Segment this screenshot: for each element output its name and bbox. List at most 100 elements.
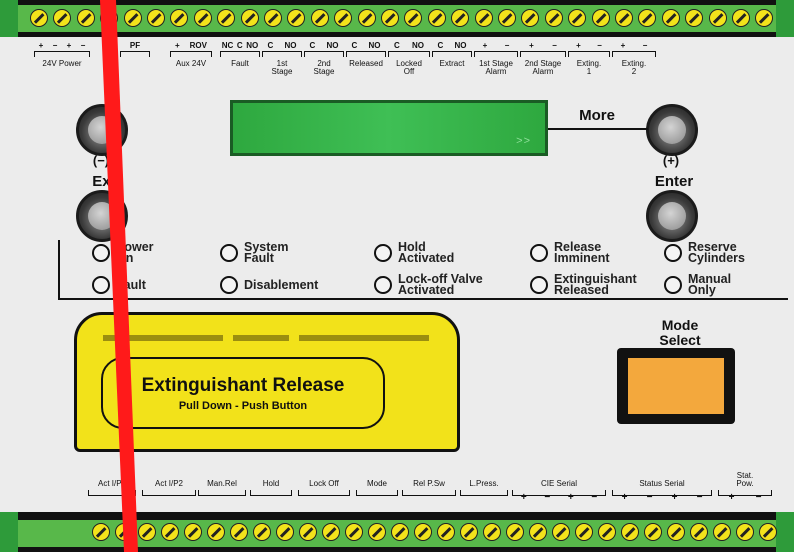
terminal-group-label: CIE Serial (540, 479, 577, 488)
terminal-screw[interactable] (147, 9, 165, 27)
terminal-screw[interactable] (253, 523, 271, 541)
terminal-screw[interactable] (391, 523, 409, 541)
terminal-screw[interactable] (437, 523, 455, 541)
terminal-screw[interactable] (357, 9, 376, 27)
terminal-bracket (356, 490, 398, 496)
terminal-screw[interactable] (644, 523, 662, 541)
terminal-pin-labels: C NO (432, 42, 472, 50)
terminal-screw[interactable] (451, 9, 470, 27)
terminal-screw[interactable] (299, 523, 317, 541)
status-led (220, 276, 238, 294)
terminal-screw[interactable] (184, 523, 202, 541)
terminal-screw[interactable] (708, 9, 727, 27)
terminal-pin-labels: +− (612, 42, 656, 50)
terminal-screw[interactable] (621, 523, 639, 541)
terminal-screw[interactable] (76, 9, 95, 27)
terminal-bracket (198, 490, 246, 496)
terminal-screw[interactable] (755, 9, 774, 27)
terminal-pin: NC (221, 41, 234, 50)
terminal-pin: + (621, 492, 628, 503)
terminal-screw[interactable] (92, 523, 110, 541)
terminal-screw[interactable] (498, 9, 516, 27)
terminal-screw[interactable] (667, 523, 685, 541)
release-title: Extinguishant Release (141, 375, 345, 396)
terminal-screw[interactable] (732, 9, 750, 27)
mode-select-button[interactable] (617, 348, 735, 424)
terminal-screw[interactable] (404, 9, 423, 27)
terminal-screw[interactable] (544, 9, 563, 27)
terminal-screw[interactable] (240, 9, 259, 27)
terminal-pin: + (620, 41, 626, 50)
terminal-group-label: Act I/P1 (97, 479, 126, 488)
terminal-pin: − (591, 492, 598, 503)
terminal-screw[interactable] (368, 523, 386, 541)
terminal-pin: − (696, 492, 703, 503)
terminal-screw[interactable] (138, 523, 156, 541)
terminal-screw[interactable] (568, 9, 587, 27)
terminal-screw[interactable] (427, 9, 446, 27)
terminal-screw[interactable] (264, 9, 282, 27)
terminal-screw[interactable] (287, 9, 306, 27)
terminal-screw[interactable] (598, 523, 616, 541)
terminal-screw[interactable] (759, 523, 777, 541)
plus-button[interactable] (646, 104, 698, 156)
terminal-screw[interactable] (217, 9, 236, 27)
terminal-screw[interactable] (575, 523, 593, 541)
terminal-pin: − (755, 492, 762, 503)
terminal-group-label: Exting.2 (621, 59, 647, 76)
terminal-pin: + (567, 492, 574, 503)
terminal-screw[interactable] (506, 523, 524, 541)
terminal-group-label: Fault (231, 59, 249, 68)
more-label: More (579, 107, 615, 124)
terminal-screw[interactable] (414, 523, 432, 541)
terminal-screw[interactable] (381, 9, 399, 27)
terminal-pin-labels: +− (520, 42, 566, 50)
terminal-screw[interactable] (30, 9, 48, 27)
terminal-screw[interactable] (310, 9, 329, 27)
terminal-screw[interactable] (230, 523, 248, 541)
terminal-screw[interactable] (690, 523, 708, 541)
terminal-screw[interactable] (161, 523, 179, 541)
terminal-screw[interactable] (123, 9, 142, 27)
terminal-screw[interactable] (334, 9, 353, 27)
status-led (220, 244, 238, 262)
terminal-group-label: 24V Power (42, 59, 82, 68)
terminal-screw[interactable] (474, 9, 493, 27)
terminal-screw[interactable] (638, 9, 657, 27)
extinguishant-release-handle[interactable]: Extinguishant Release Pull Down - Push B… (74, 312, 460, 452)
terminal-screw[interactable] (661, 9, 680, 27)
terminal-screw[interactable] (460, 523, 478, 541)
terminal-screw[interactable] (276, 523, 294, 541)
terminal-screw[interactable] (345, 523, 363, 541)
terminal-bracket (220, 51, 260, 57)
terminal-screw[interactable] (529, 523, 547, 541)
terminal-screw[interactable] (615, 9, 633, 27)
terminal-bracket (304, 51, 344, 57)
terminal-screw[interactable] (53, 9, 72, 27)
terminal-screw[interactable] (483, 523, 501, 541)
plus-label: (+) (662, 153, 680, 168)
terminal-screw[interactable] (193, 9, 212, 27)
terminal-bracket (718, 490, 772, 496)
handle-grip-line (299, 335, 429, 341)
terminal-screw[interactable] (685, 9, 704, 27)
terminal-screw[interactable] (322, 523, 340, 541)
terminal-pin: + (38, 41, 44, 50)
terminal-screw[interactable] (713, 523, 731, 541)
terminal-screw[interactable] (521, 9, 540, 27)
terminal-screw[interactable] (170, 9, 189, 27)
terminal-pin: C (437, 41, 444, 50)
terminal-screw[interactable] (552, 523, 570, 541)
terminal-screw[interactable] (591, 9, 610, 27)
terminal-screw[interactable] (736, 523, 754, 541)
terminal-pin: NO (454, 41, 467, 50)
terminal-group-label: Stat.Pow. (736, 471, 754, 488)
mode-select-label: Mode Select (600, 318, 760, 348)
enter-button[interactable] (646, 190, 698, 242)
terminal-screw[interactable] (207, 523, 225, 541)
terminal-group-label: Rel P.Sw (413, 479, 445, 488)
